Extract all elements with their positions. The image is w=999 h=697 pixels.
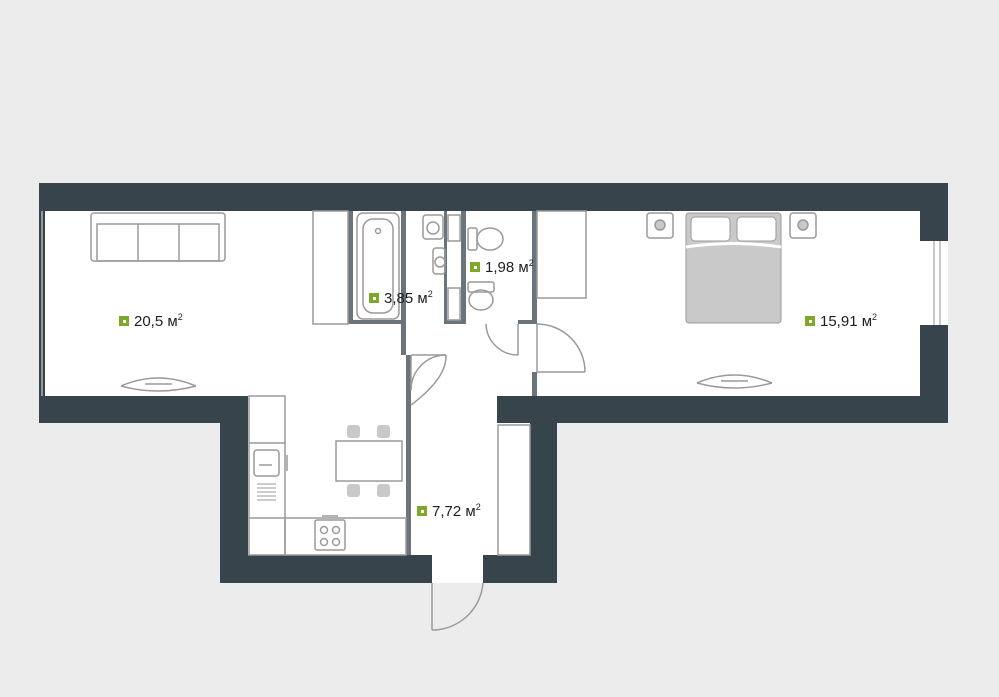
wall-hall-right: [530, 396, 557, 583]
bedroom-wardrobe-icon: [536, 210, 587, 299]
wall-bedroom-bottom: [497, 396, 948, 423]
sink-icon: [422, 214, 461, 321]
bathtub-icon: [356, 212, 400, 320]
walls: [39, 183, 948, 583]
ceiling-lamp-icon: [120, 377, 197, 392]
ceiling-lamp-icon-bedroom: [696, 374, 773, 389]
wall-kitchen-left: [220, 396, 248, 583]
toilet-icon: [467, 227, 504, 311]
window-icon: [933, 241, 941, 325]
area-label-bedroom: 15,91 м2: [805, 313, 877, 329]
area-value-living: 20,5 м2: [134, 312, 183, 330]
kitchen-sink-icon: [253, 449, 288, 501]
double-bed-icon: [685, 212, 782, 324]
area-label-toilet: 1,98 м2: [470, 259, 534, 275]
hall-wardrobe-icon: [497, 424, 531, 556]
area-value-hallway: 7,72 м2: [432, 502, 481, 520]
square-dot-icon: [119, 316, 129, 326]
square-dot-icon: [470, 262, 480, 272]
dining-table-icon: [335, 425, 403, 497]
door-swing-icon: [410, 323, 586, 631]
wall-bottom-left: [220, 555, 432, 583]
area-value-bathroom: 3,85 м2: [384, 289, 433, 307]
area-value-toilet: 1,98 м2: [485, 258, 534, 276]
area-value-bedroom: 15,91 м2: [820, 312, 878, 330]
wall-top: [39, 183, 948, 211]
stove-icon: [314, 515, 346, 551]
floor-area: [39, 183, 948, 583]
area-label-bathroom: 3,85 м2: [369, 290, 433, 306]
area-label-hallway: 7,72 м2: [417, 503, 481, 519]
square-dot-icon: [417, 506, 427, 516]
kitchen-counter-icon: [248, 395, 407, 556]
wall-living-bottom: [39, 396, 247, 423]
area-label-living: 20,5 м2: [119, 313, 183, 329]
square-dot-icon: [805, 316, 815, 326]
sofa-icon: [90, 212, 226, 262]
nightstand-icon: [646, 212, 817, 239]
square-dot-icon: [369, 293, 379, 303]
wardrobe-icon: [312, 210, 349, 325]
wall-right-upper: [920, 183, 948, 241]
